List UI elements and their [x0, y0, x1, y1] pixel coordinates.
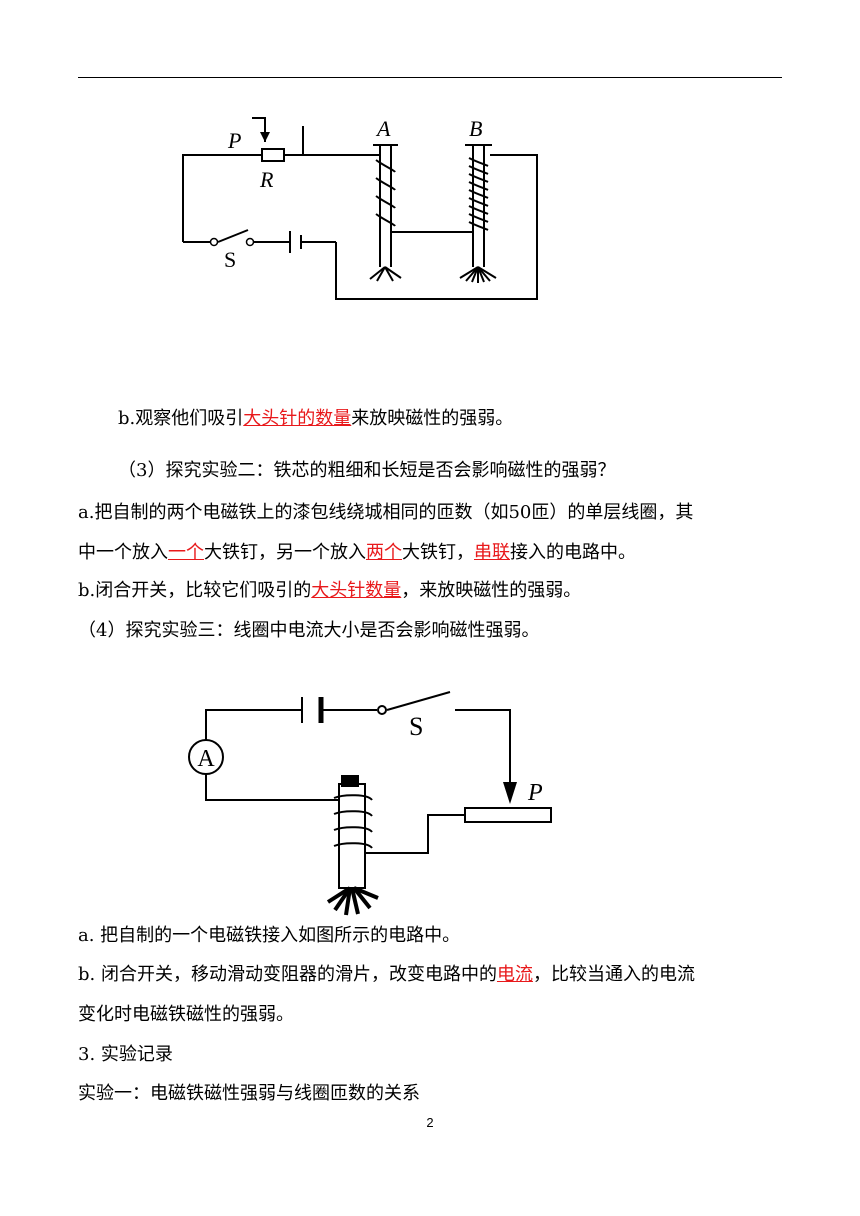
paragraph-line: 3. 实验记录 [78, 1043, 173, 1067]
answer-text: 大头针数量 [311, 580, 402, 601]
body-text: 变化时电磁铁磁性的强弱。 [78, 1004, 294, 1025]
paragraph-line: 实验一：电磁铁磁性强弱与线圈匝数的关系 [78, 1082, 420, 1106]
body-text: a.把自制的两个电磁铁上的漆包线绕城相同的匝数（如50匝）的单层线圈，其 [78, 502, 694, 523]
body-text: 3. 实验记录 [78, 1044, 173, 1065]
paragraph-line: a. 把自制的一个电磁铁接入如图所示的电路中。 [78, 924, 460, 948]
figure-current-circuit: A S P [188, 691, 552, 916]
figure-electromagnet-series-circuit: P R A B S [182, 116, 538, 300]
answer-text: 电流 [496, 964, 533, 985]
body-text: ，来放映磁性的强弱。 [401, 580, 582, 601]
label-s: S [224, 247, 236, 272]
label-a: A [375, 116, 391, 141]
label-ammeter: A [197, 746, 215, 772]
paragraph-line: （4）探究实验三：线圈中电流大小是否会影响磁性强弱。 [78, 619, 539, 643]
body-text: 大铁钉， [402, 542, 474, 563]
paragraph-line: b.闭合开关，比较它们吸引的大头针数量，来放映磁性的强弱。 [78, 579, 581, 603]
body-text: 大铁钉，另一个放入 [204, 542, 366, 563]
body-text: 实验一：电磁铁磁性强弱与线圈匝数的关系 [78, 1083, 420, 1104]
body-text: 来放映磁性的强弱。 [351, 408, 514, 429]
paragraph-line: b.观察他们吸引大头针的数量来放映磁性的强弱。 [118, 407, 513, 431]
body-text: ，比较当通入的电流 [532, 964, 695, 985]
answer-text: 串联 [474, 542, 510, 563]
label-p: P [527, 780, 543, 806]
slider-arrow-icon [503, 782, 517, 804]
answer-text: 大头针的数量 [243, 408, 352, 429]
body-text: b.闭合开关，比较它们吸引的 [78, 580, 312, 601]
paragraph-line: a.把自制的两个电磁铁上的漆包线绕城相同的匝数（如50匝）的单层线圈，其 [78, 501, 693, 525]
page-number: 2 [426, 1115, 434, 1130]
body-text: b. 闭合开关，移动滑动变阻器的滑片，改变电路中的 [78, 964, 497, 985]
paragraph-line: （3）探究实验二：铁芯的粗细和长短是否会影响磁性的强弱？ [118, 459, 615, 483]
paragraph-line: 变化时电磁铁磁性的强弱。 [78, 1003, 294, 1027]
label-b: B [469, 116, 482, 141]
body-text: 接入的电路中。 [510, 542, 636, 563]
label-s: S [409, 712, 423, 741]
body-text: （3）探究实验二：铁芯的粗细和长短是否会影响磁性的强弱？ [118, 460, 616, 481]
header-rule [78, 77, 782, 78]
paragraph-line: 中一个放入一个大铁钉，另一个放入两个大铁钉，串联接入的电路中。 [78, 541, 636, 565]
body-text: （4）探究实验三：线圈中电流大小是否会影响磁性强弱。 [78, 620, 540, 641]
slider-arrow-icon [260, 132, 270, 142]
body-text: b.观察他们吸引 [118, 408, 244, 429]
label-r: R [259, 167, 274, 192]
answer-text: 两个 [366, 542, 402, 563]
answer-text: 一个 [168, 542, 204, 563]
ammeter [188, 739, 224, 775]
body-text: 中一个放入 [78, 542, 168, 563]
body-text: a. 把自制的一个电磁铁接入如图所示的电路中。 [78, 925, 461, 946]
label-p: P [227, 128, 241, 153]
paragraph-line: b. 闭合开关，移动滑动变阻器的滑片，改变电路中的电流，比较当通入的电流 [78, 963, 695, 987]
